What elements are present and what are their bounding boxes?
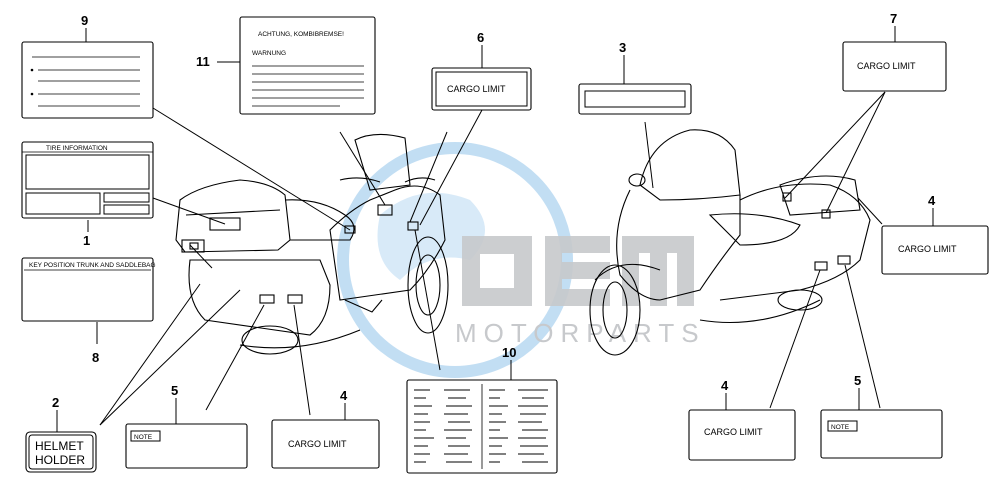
label-4-cargo-limit-left: CARGO LIMIT — [271, 419, 380, 469]
callout-3: 3 — [619, 40, 626, 55]
label-3-sticker — [578, 83, 692, 115]
label-1-tire-information: TIRE INFORMATION — [21, 141, 154, 219]
label-2-helmet-holder: HELMET HOLDER — [25, 431, 97, 473]
label-4-cargo-limit-right: CARGO LIMIT — [881, 225, 989, 275]
callout-8: 8 — [92, 350, 99, 365]
cargo-limit-text-left: CARGO LIMIT — [288, 439, 347, 449]
oem-watermark: MOTORPARTS — [337, 142, 706, 378]
callout-5-right: 5 — [854, 373, 861, 388]
note-text-right: NOTE — [831, 424, 850, 431]
callout-4-right: 4 — [928, 193, 936, 208]
cargo-limit-text-right: CARGO LIMIT — [898, 244, 957, 254]
callout-7: 7 — [890, 11, 897, 26]
note-text-left: NOTE — [134, 434, 153, 441]
watermark-oem-letters — [462, 236, 694, 306]
callout-9: 9 — [81, 13, 88, 28]
leader-lines — [99, 91, 886, 426]
label-6-cargo-limit: CARGO LIMIT — [431, 67, 532, 111]
callout-11: 11 — [196, 54, 210, 69]
label-8-key-position: KEY POSITION TRUNK AND SADDLEBAG — [21, 257, 156, 322]
helmet-line-1: HELMET — [35, 439, 84, 453]
watermark-globe — [337, 142, 573, 378]
tire-information-title: TIRE INFORMATION — [46, 145, 108, 152]
label-10-table — [406, 379, 558, 474]
label-9-sticker — [21, 41, 154, 119]
achtung-text: ACHTUNG, KOMBIBREMSE! — [258, 31, 344, 38]
label-7-cargo-limit: CARGO LIMIT — [842, 41, 947, 92]
watermark-tagline: MOTORPARTS — [455, 318, 706, 348]
label-5-note-right: NOTE — [820, 409, 943, 459]
cargo-limit-text-6: CARGO LIMIT — [447, 84, 506, 94]
table-10-dashes — [414, 389, 548, 463]
label-4-cargo-limit-bottom: CARGO LIMIT — [688, 409, 796, 461]
callout-4-left: 4 — [340, 388, 348, 403]
label-11-warning: ACHTUNG, KOMBIBREMSE! WARNUNG — [239, 16, 376, 115]
helmet-line-2: HOLDER — [35, 453, 85, 467]
cargo-limit-text-7: CARGO LIMIT — [857, 61, 916, 71]
motorcycle-right — [589, 129, 871, 356]
callout-6: 6 — [477, 30, 484, 45]
warnung-text: WARNUNG — [252, 50, 286, 57]
callout-10: 10 — [502, 345, 516, 360]
watermark-globe-land — [377, 192, 485, 280]
label-5-note-left: NOTE — [125, 423, 248, 469]
callout-5-left: 5 — [171, 383, 178, 398]
callout-4-bottom: 4 — [721, 378, 729, 393]
key-position-text: KEY POSITION TRUNK AND SADDLEBAG — [29, 262, 156, 269]
callout-1: 1 — [83, 233, 90, 248]
cargo-limit-text-bottom: CARGO LIMIT — [704, 427, 763, 437]
callout-2: 2 — [52, 395, 59, 410]
